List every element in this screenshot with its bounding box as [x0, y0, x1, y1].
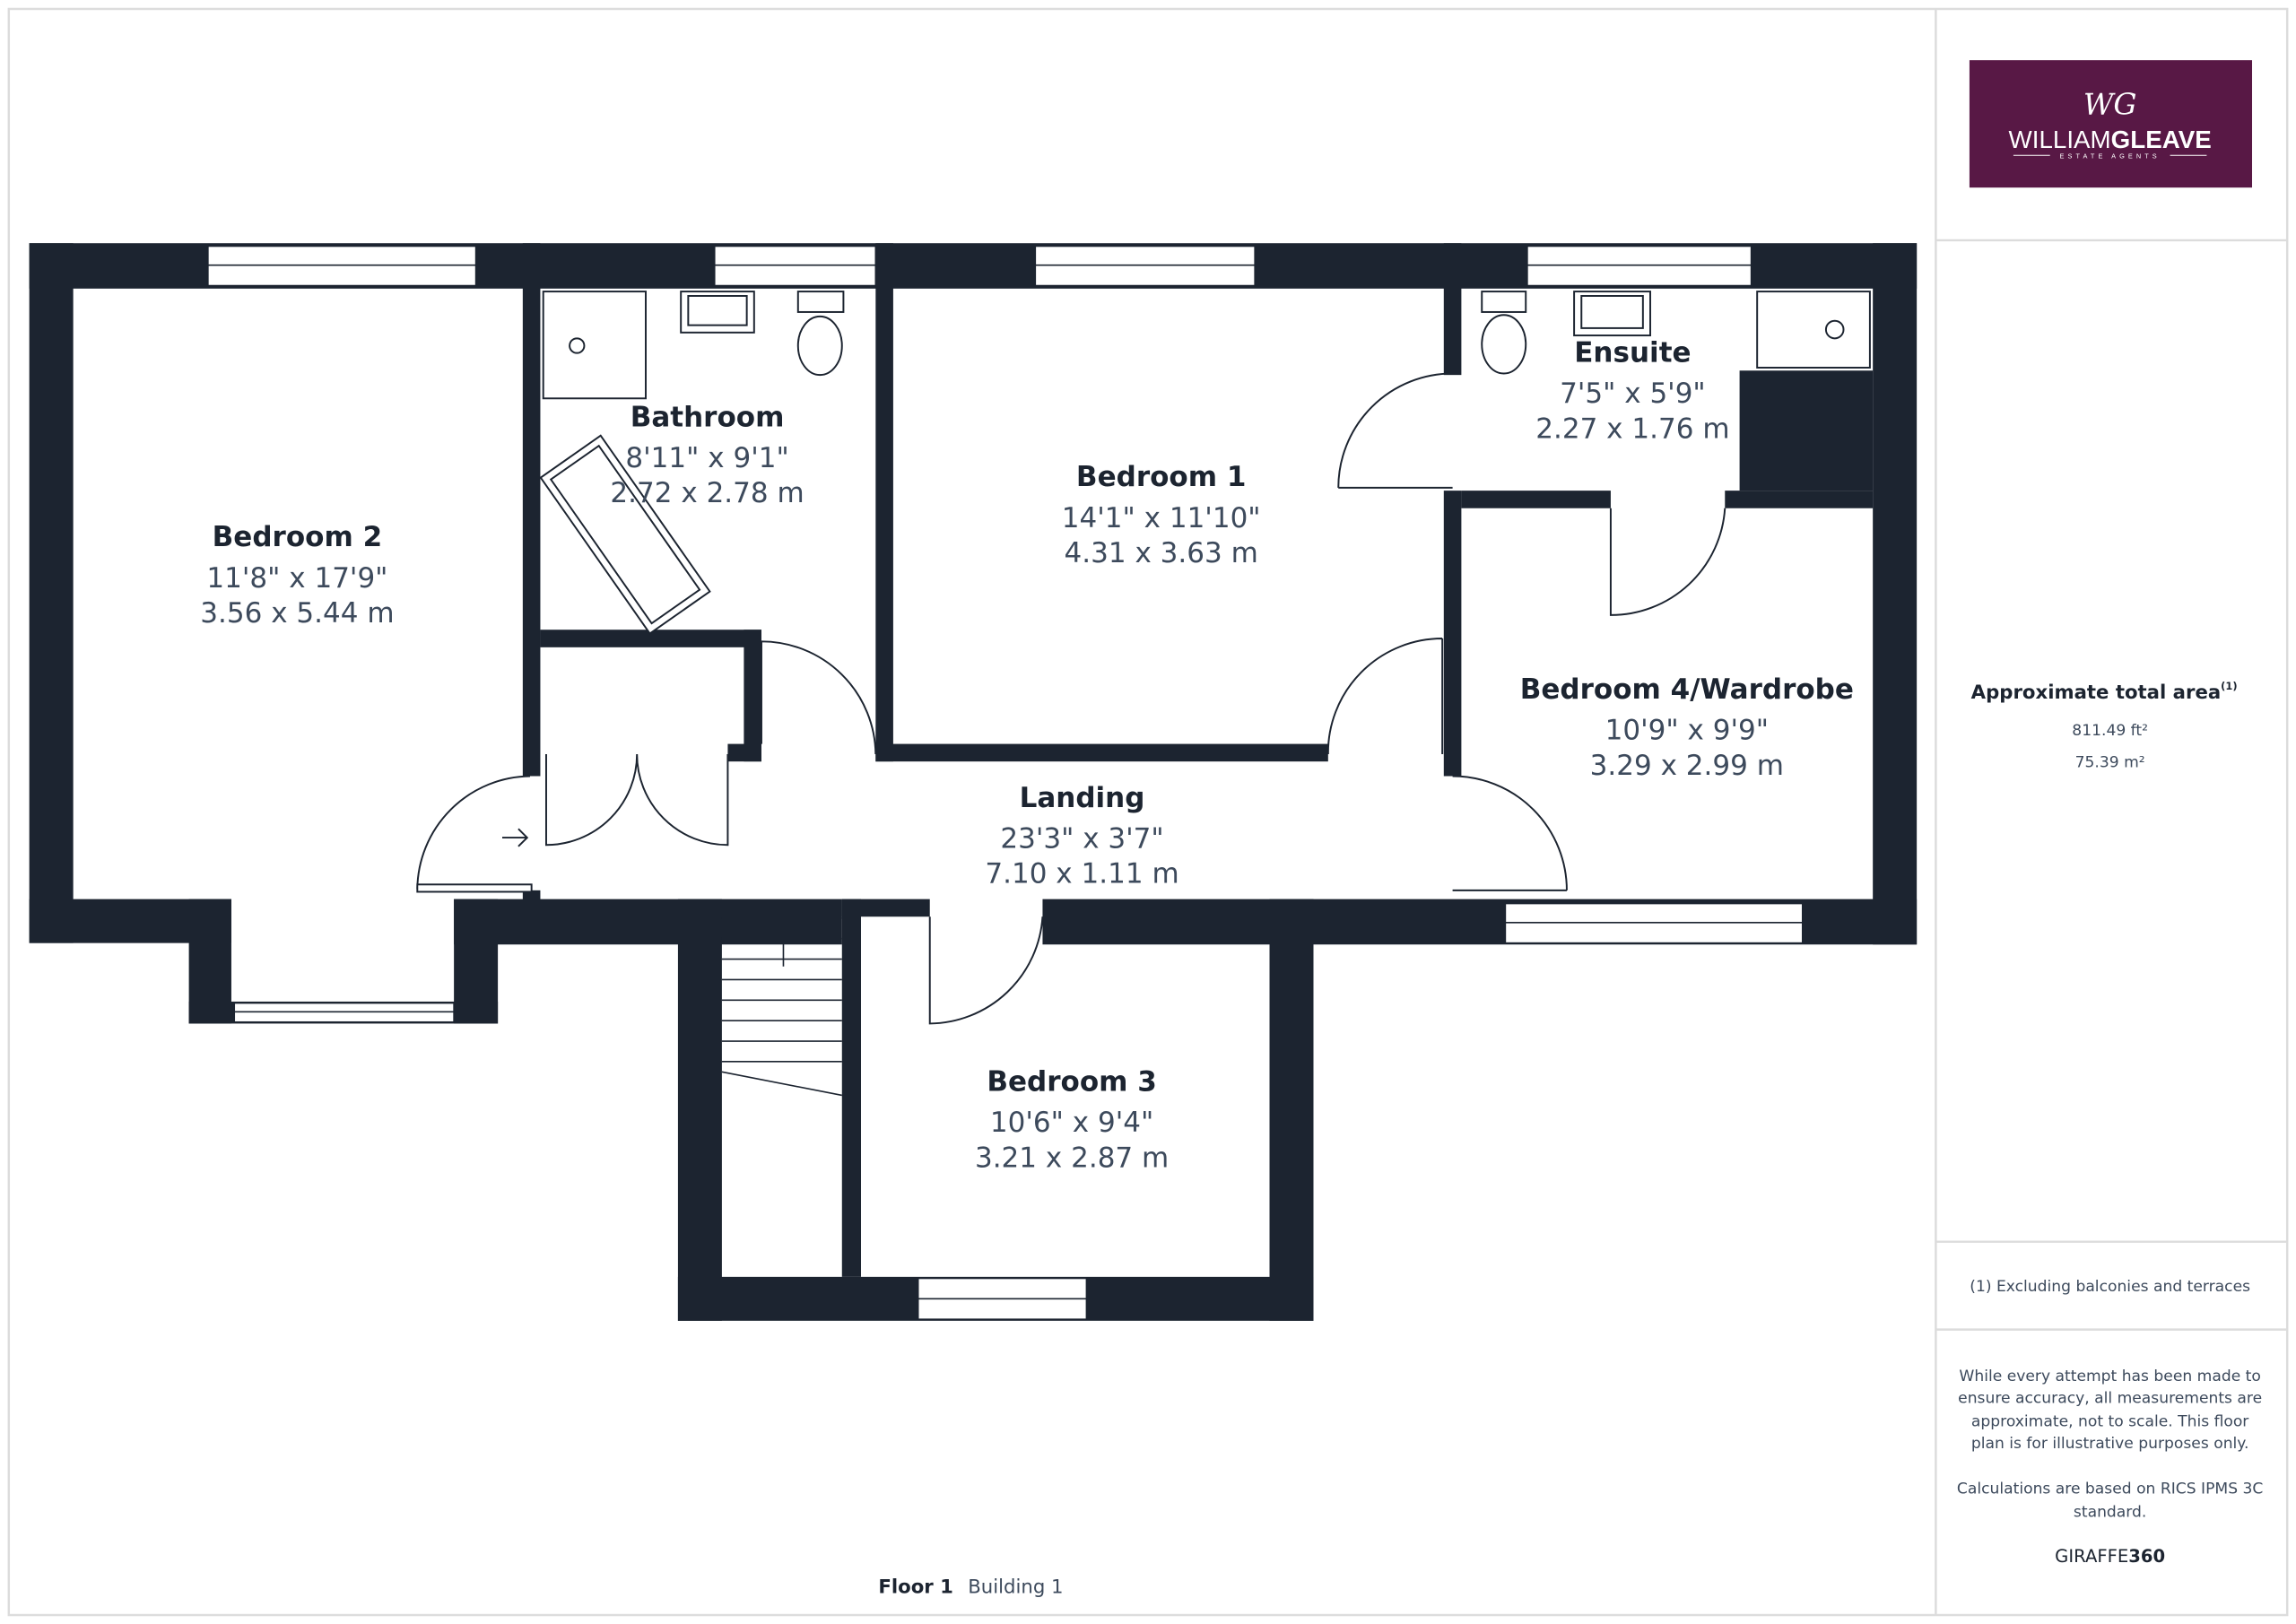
svg-text:11'8" x 17'9": 11'8" x 17'9"	[206, 562, 387, 595]
svg-text:While every attempt has been m: While every attempt has been made to	[1959, 1368, 2260, 1385]
brand-logo: WG WILLIAMGLEAVE ESTATE AGENTS	[1969, 60, 2253, 188]
logo-monogram: WG	[2083, 88, 2137, 122]
svg-text:3.21 x 2.87 m: 3.21 x 2.87 m	[975, 1142, 1169, 1174]
svg-text:ensure accuracy, all measureme: ensure accuracy, all measurements are	[1958, 1389, 2262, 1407]
svg-text:Bedroom 1: Bedroom 1	[1076, 461, 1247, 493]
ensuite-shower	[1756, 291, 1871, 369]
disclaimer: While every attempt has been made to ens…	[1957, 1368, 2264, 1522]
area-title: Approximate total area(1)	[1971, 680, 2238, 704]
area-ft: 811.49 ft²	[2072, 722, 2148, 740]
provider-logo: GIRAFFE360	[2055, 1546, 2165, 1567]
svg-text:Bedroom 4/Wardrobe: Bedroom 4/Wardrobe	[1520, 673, 1854, 706]
room-label-bedroom-3: Bedroom 3 10'6" x 9'4" 3.21 x 2.87 m	[975, 1066, 1169, 1175]
area-footnote: (1) Excluding balconies and terraces	[1970, 1278, 2250, 1296]
svg-text:3.29 x 2.99 m: 3.29 x 2.99 m	[1590, 750, 1784, 782]
svg-text:plan is for illustrative purpo: plan is for illustrative purposes only.	[1971, 1435, 2249, 1453]
bathtub	[539, 434, 711, 635]
svg-text:Calculations are based on RICS: Calculations are based on RICS IPMS 3C	[1957, 1480, 2264, 1498]
svg-text:4.31 x 3.63 m: 4.31 x 3.63 m	[1065, 537, 1258, 569]
svg-text:10'6" x 9'4": 10'6" x 9'4"	[990, 1107, 1153, 1139]
room-label-landing: Landing 23'3" x 3'7" 7.10 x 1.11 m	[985, 782, 1178, 890]
room-label-bedroom-2: Bedroom 2 11'8" x 17'9" 3.56 x 5.44 m	[200, 521, 394, 630]
svg-text:7.10 x 1.11 m: 7.10 x 1.11 m	[985, 858, 1178, 890]
svg-text:3.56 x 5.44 m: 3.56 x 5.44 m	[200, 597, 394, 630]
doors	[416, 372, 1726, 1025]
svg-text:Ensuite: Ensuite	[1574, 336, 1691, 369]
bathroom-toilet	[796, 291, 845, 313]
fixtures	[539, 291, 1871, 1097]
area-m: 75.39 m²	[2075, 754, 2145, 772]
svg-text:23'3" x 3'7": 23'3" x 3'7"	[1000, 822, 1163, 855]
svg-text:approximate, not to scale. Thi: approximate, not to scale. This floor	[1971, 1412, 2249, 1430]
logo-tagline: ESTATE AGENTS	[2060, 152, 2161, 161]
shower-tray	[542, 291, 647, 400]
windows	[207, 245, 1804, 1321]
svg-text:Landing: Landing	[1020, 782, 1145, 814]
room-label-bedroom-4: Bedroom 4/Wardrobe 10'9" x 9'9" 3.29 x 2…	[1520, 673, 1854, 782]
room-label-ensuite: Ensuite 7'5" x 5'9" 2.27 x 1.76 m	[1535, 336, 1729, 445]
svg-text:2.27 x 1.76 m: 2.27 x 1.76 m	[1535, 413, 1729, 445]
svg-text:Bedroom 2: Bedroom 2	[213, 521, 382, 553]
room-label-bathroom: Bathroom 8'11" x 9'1" 2.72 x 2.78 m	[610, 401, 804, 509]
svg-text:7'5" x 5'9": 7'5" x 5'9"	[1560, 378, 1706, 410]
room-label-bedroom-1: Bedroom 1 14'1" x 11'10" 4.31 x 3.63 m	[1062, 461, 1261, 569]
svg-text:Bathroom: Bathroom	[631, 401, 785, 433]
svg-text:10'9" x 9'9": 10'9" x 9'9"	[1605, 715, 1769, 747]
svg-text:Bedroom 3: Bedroom 3	[987, 1066, 1157, 1099]
svg-text:standard.: standard.	[2074, 1504, 2146, 1522]
logo-wordmark: WILLIAMGLEAVE	[2009, 126, 2212, 153]
ensuite-toilet	[1481, 291, 1527, 313]
svg-text:8'11" x 9'1": 8'11" x 9'1"	[625, 442, 788, 474]
sheet-border	[7, 7, 2289, 1617]
svg-text:14'1" x 11'10": 14'1" x 11'10"	[1062, 502, 1261, 534]
svg-text:2.72 x 2.78 m: 2.72 x 2.78 m	[610, 477, 804, 509]
staircase	[721, 916, 842, 1097]
